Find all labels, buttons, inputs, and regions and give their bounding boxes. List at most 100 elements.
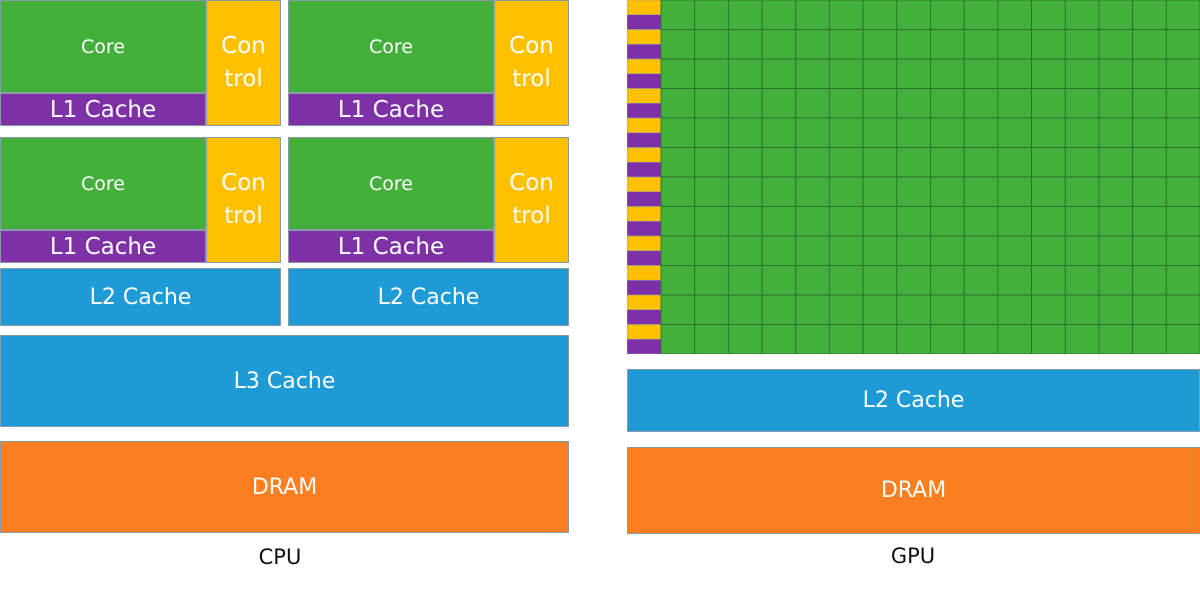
gpu-core-cell	[1098, 265, 1134, 296]
gpu-control-stripe	[627, 29, 662, 45]
gpu-core-cell	[795, 206, 830, 237]
gpu-core-cell	[1165, 265, 1200, 296]
gpu-core-cell	[829, 324, 864, 354]
gpu-core-cell	[1098, 294, 1134, 325]
gpu-core-cell	[761, 235, 797, 266]
gpu-core-cell	[1098, 58, 1134, 89]
gpu-core-cell	[1031, 206, 1066, 237]
gpu-core-cell	[896, 58, 931, 89]
gpu-core-cell	[1064, 206, 1100, 237]
cpu-l1-cache-4: L1 Cache	[288, 230, 494, 263]
gpu-core-cell	[761, 206, 797, 237]
gpu-core-cell	[997, 235, 1032, 266]
cpu-l1-cache-3: L1 Cache	[0, 230, 206, 263]
gpu-core-cell	[761, 58, 797, 89]
gpu-core-cell	[1031, 0, 1066, 30]
gpu-core-cell	[997, 294, 1032, 325]
gpu-core-cell	[694, 88, 729, 119]
gpu-core-cell	[694, 265, 729, 296]
gpu-core-cell	[1098, 147, 1134, 178]
gpu-core-cell	[1064, 0, 1100, 30]
cpu-control-1: Con trol	[206, 0, 281, 126]
gpu-core-cell	[1098, 176, 1134, 207]
gpu-core-cell	[694, 58, 729, 89]
gpu-core-cell	[1098, 117, 1134, 148]
gpu-core-cell	[727, 265, 763, 296]
gpu-core-cell	[829, 294, 864, 325]
gpu-core-cell	[795, 29, 830, 60]
gpu-core-cell	[862, 58, 898, 89]
gpu-core-cell	[727, 117, 763, 148]
gpu-core-cell	[829, 88, 864, 119]
gpu-core-cell	[1132, 265, 1167, 296]
cpu-core-4: Core	[288, 137, 494, 230]
gpu-core-cell	[862, 294, 898, 325]
gpu-core-cell	[727, 235, 763, 266]
gpu-control-stripe	[627, 176, 662, 193]
cpu-core-3: Core	[0, 137, 206, 230]
gpu-core-cell	[829, 235, 864, 266]
gpu-control-stripe	[627, 117, 662, 134]
cpu-control-3: Con trol	[206, 137, 281, 263]
gpu-core-cell	[795, 265, 830, 296]
gpu-core-cell	[1098, 29, 1134, 60]
gpu-core-cell	[1064, 265, 1100, 296]
gpu-core-cell	[660, 206, 696, 237]
gpu-core-cell	[761, 265, 797, 296]
gpu-core-cell	[727, 0, 763, 30]
gpu-core-cell	[997, 0, 1032, 30]
gpu-core-cell	[727, 88, 763, 119]
gpu-core-cell	[795, 176, 830, 207]
gpu-core-cell	[660, 294, 696, 325]
gpu-core-cell	[1132, 235, 1167, 266]
gpu-core-cell	[1031, 176, 1066, 207]
gpu-core-cell	[997, 29, 1032, 60]
gpu-core-cell	[1132, 88, 1167, 119]
gpu-core-cell	[1064, 235, 1100, 266]
cpu-l1-cache-2: L1 Cache	[288, 93, 494, 126]
gpu-core-cell	[896, 117, 931, 148]
gpu-core-cell	[930, 235, 965, 266]
gpu-core-cell	[1165, 29, 1200, 60]
gpu-core-cell	[997, 176, 1032, 207]
gpu-core-cell	[997, 88, 1032, 119]
gpu-core-cell	[694, 235, 729, 266]
gpu-control-stripe	[627, 0, 662, 16]
cpu-l1-cache-1: L1 Cache	[0, 93, 206, 126]
gpu-control-stripe	[627, 88, 662, 104]
gpu-core-cell	[963, 235, 999, 266]
gpu-core-cell	[694, 0, 729, 30]
gpu-core-cell	[1064, 147, 1100, 178]
gpu-core-cell	[896, 235, 931, 266]
gpu-core-cell	[795, 117, 830, 148]
gpu-core-cell	[1165, 117, 1200, 148]
gpu-core-cell	[829, 29, 864, 60]
gpu-core-cell	[1132, 324, 1167, 354]
gpu-core-cell	[1031, 324, 1066, 354]
gpu-core-cell	[930, 147, 965, 178]
gpu-core-cell	[1165, 235, 1200, 266]
gpu-core-cell	[1064, 58, 1100, 89]
gpu-control-stripe	[627, 206, 662, 222]
gpu-l1-stripe	[627, 338, 662, 354]
gpu-core-cell	[862, 88, 898, 119]
gpu-control-stripe	[627, 265, 662, 281]
gpu-core-cell	[963, 29, 999, 60]
gpu-core-cell	[694, 206, 729, 237]
gpu-core-cell	[1132, 58, 1167, 89]
gpu-core-cell	[1165, 206, 1200, 237]
gpu-core-cell	[896, 206, 931, 237]
gpu-core-cell	[694, 147, 729, 178]
gpu-core-cell	[829, 176, 864, 207]
gpu-core-cell	[795, 0, 830, 30]
gpu-core-cell	[930, 265, 965, 296]
gpu-core-cell	[1031, 265, 1066, 296]
gpu-core-cell	[761, 176, 797, 207]
gpu-core-cell	[997, 58, 1032, 89]
gpu-core-cell	[930, 58, 965, 89]
gpu-core-cell	[930, 117, 965, 148]
gpu-core-cell	[761, 29, 797, 60]
gpu-core-cell	[694, 294, 729, 325]
gpu-core-cell	[963, 176, 999, 207]
gpu-core-cell	[862, 0, 898, 30]
